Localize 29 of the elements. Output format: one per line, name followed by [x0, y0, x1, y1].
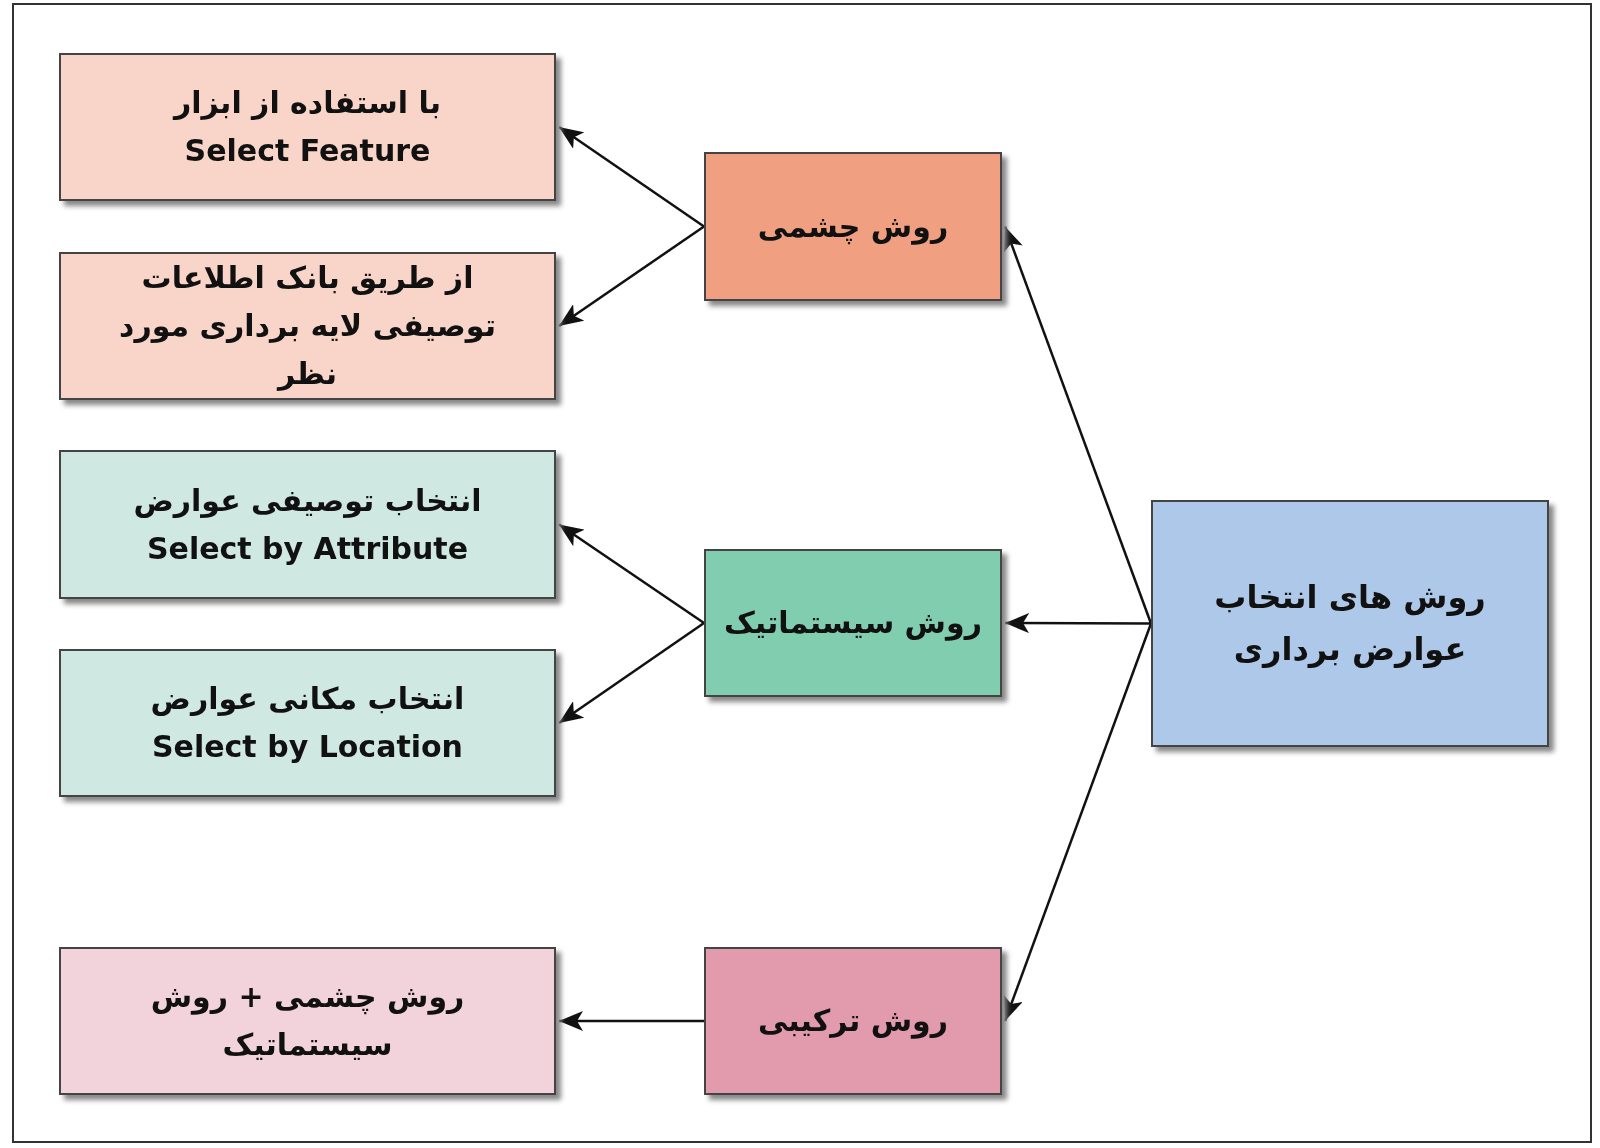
arrow: [558, 225, 705, 328]
box-text: روش ترکیبی: [758, 1002, 948, 1041]
process-box: [59, 252, 556, 400]
arrow: [1005, 613, 1151, 634]
arrow: [559, 1011, 704, 1031]
box-text: انتخاب توصیفی عوارض: [133, 481, 482, 520]
box-text: Select Feature: [184, 132, 431, 170]
arrow: [1003, 226, 1153, 624]
box-text: Select by Attribute: [146, 529, 469, 568]
process-box: [1151, 500, 1549, 747]
box-text: روش چشمی + روش سیستماتیک: [149, 978, 466, 1064]
arrow: [558, 621, 705, 725]
process-box: [59, 947, 556, 1095]
process-box: [704, 152, 1002, 301]
arrow: [558, 125, 705, 228]
process-box: [59, 649, 556, 797]
box-text: با استفاده از ابزار: [173, 84, 442, 122]
process-box: [59, 450, 556, 599]
box-text: انتخاب مکانی عوارض: [150, 680, 465, 718]
arrow: [558, 523, 705, 625]
arrow: [1003, 623, 1153, 1022]
process-box: [704, 549, 1002, 697]
box-text: روش های انتخاب عوارض برداری: [1213, 577, 1487, 670]
box-text: روش سیستماتیک: [724, 604, 982, 643]
process-box: [59, 53, 556, 201]
process-box: [704, 947, 1002, 1095]
box-text: از طریق بانک اطلاعات توصیفی لایه برداری مورد نظر: [118, 259, 497, 393]
box-text: روش چشمی: [757, 207, 949, 247]
box-text: Select by Location: [152, 728, 463, 766]
